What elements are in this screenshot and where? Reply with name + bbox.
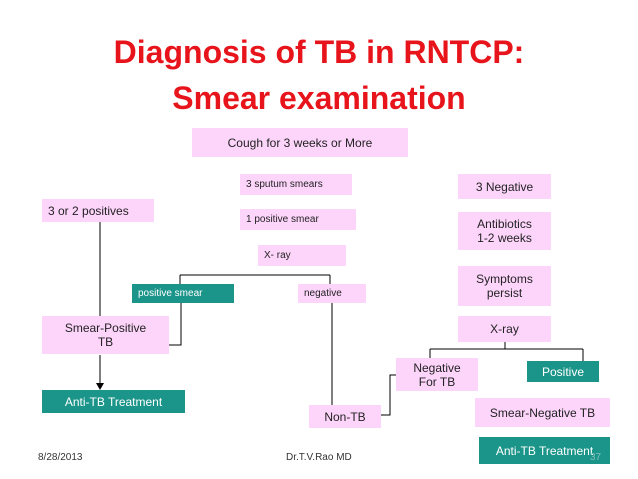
- negative-mid-box: negative: [298, 284, 366, 303]
- non-tb-box: Non-TB: [309, 405, 381, 428]
- one-positive-smear-box: 1 positive smear: [240, 209, 356, 230]
- negative-for-tb-line2: For TB: [418, 374, 456, 389]
- three-negative-box: 3 Negative: [458, 174, 551, 199]
- cough-box: Cough for 3 weeks or More: [192, 128, 408, 157]
- negative-for-tb-box: Negative For TB: [396, 358, 478, 391]
- anti-tb-treatment-right-box: Anti-TB Treatment: [479, 437, 610, 464]
- footer-author: Dr.T.V.Rao MD: [286, 452, 352, 463]
- smear-positive-tb-line1: Smear-Positive: [64, 321, 147, 335]
- smear-positive-tb-line2: TB: [97, 335, 114, 349]
- slide-title-line2: Smear examination: [172, 80, 466, 116]
- slide-title-line1: Diagnosis of TB in RNTCP:: [113, 34, 525, 70]
- footer-date: 8/28/2013: [38, 452, 83, 463]
- symptoms-persist-box: Symptoms persist: [458, 266, 551, 306]
- negative-for-tb-line1: Negative: [413, 360, 461, 375]
- xray-mid-box: X- ray: [258, 245, 346, 266]
- antibiotics-box: Antibiotics 1-2 weeks: [458, 212, 551, 250]
- sputum-smears-box: 3 sputum smears: [240, 174, 352, 195]
- xray-right-box: X-ray: [458, 316, 551, 342]
- footer-page-number: 37: [590, 452, 602, 463]
- symptoms-line1: Symptoms: [476, 272, 533, 286]
- antibiotics-line1: Antibiotics: [477, 217, 532, 231]
- smear-negative-tb-box: Smear-Negative TB: [475, 398, 610, 427]
- antibiotics-line2: 1-2 weeks: [477, 231, 532, 245]
- positive-right-box: Positive: [527, 361, 599, 382]
- symptoms-line2: persist: [486, 286, 523, 300]
- three-or-two-positives-box: 3 or 2 positives: [42, 199, 154, 222]
- smear-positive-tb-box: Smear-Positive TB: [42, 316, 169, 354]
- positive-smear-box: positive smear: [132, 284, 234, 303]
- anti-tb-treatment-left-box: Anti-TB Treatment: [42, 390, 185, 413]
